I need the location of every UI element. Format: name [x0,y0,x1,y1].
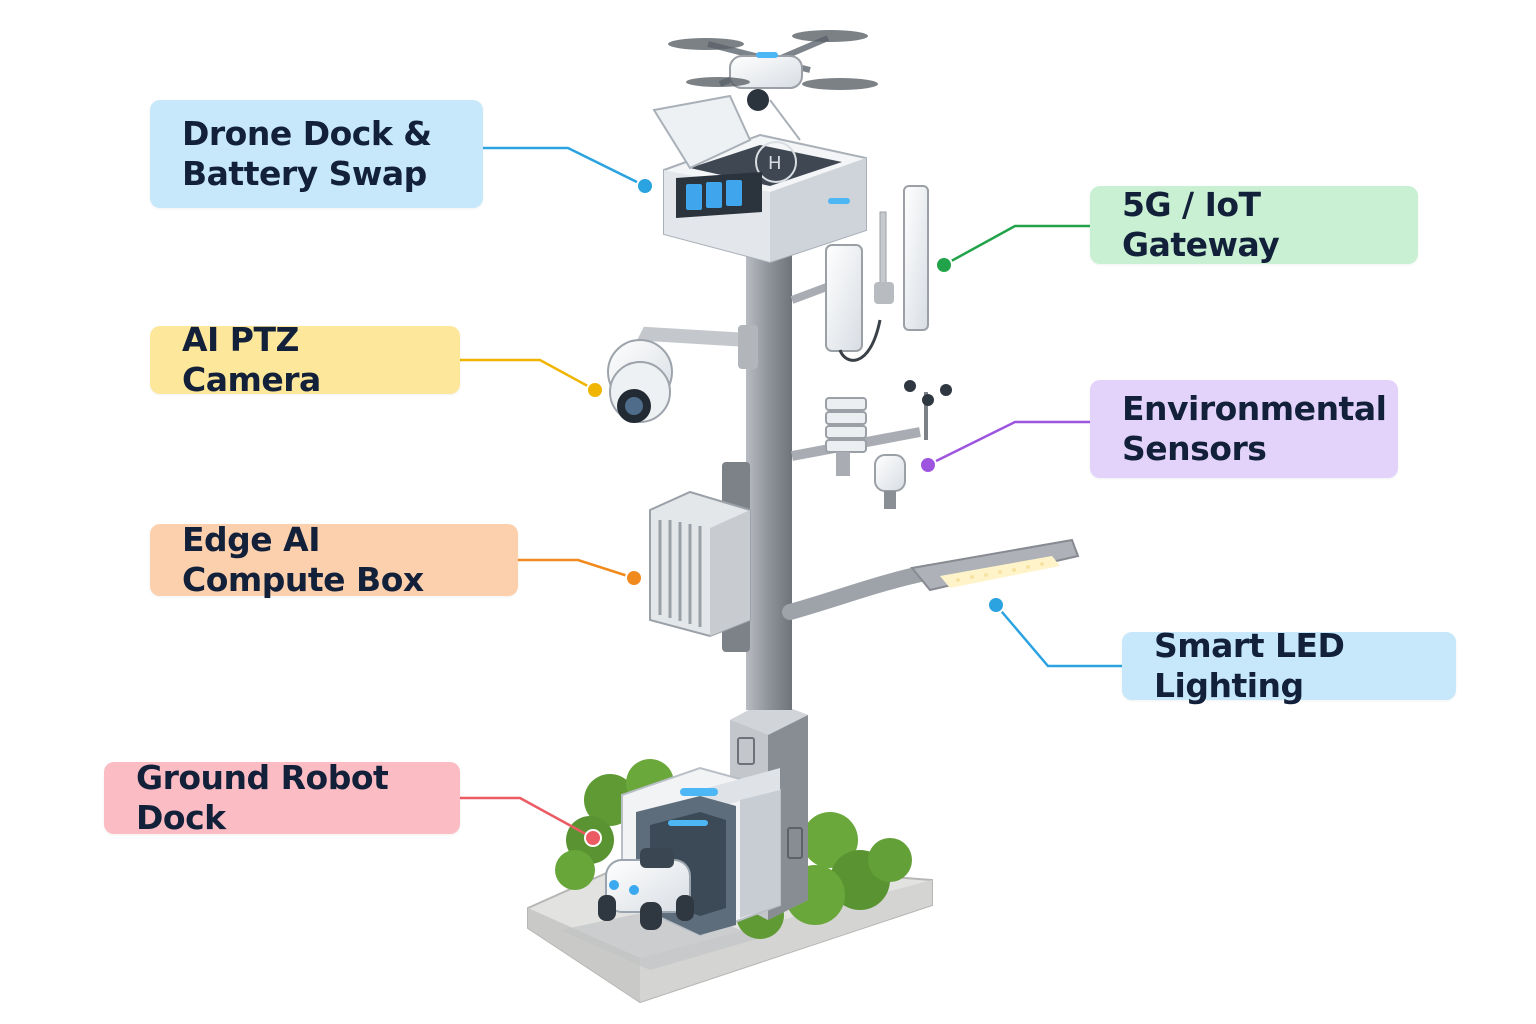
drone-dock: H [652,94,867,264]
label-led: Smart LED Lighting [1122,626,1456,705]
iot-gateway [790,185,929,362]
anchor-sensors [919,456,937,474]
anchor-robot-dock [584,829,602,847]
leader-gateway [943,224,1090,267]
ground-robot [598,848,694,930]
leader-robot-dock [460,796,594,840]
leader-sensors [927,420,1090,467]
label-gateway-text: 5G / IoT Gateway [1122,185,1280,264]
label-robot-dock-text: Ground Robot Dock [136,758,389,837]
environmental-sensors [791,380,952,509]
leader-edge-box [518,558,635,580]
leader-led [995,604,1122,668]
label-robot-dock: Ground Robot Dock [104,758,460,837]
leader-camera [460,358,596,392]
label-sensors: Environmental Sensors [1090,380,1398,478]
svg-text:H: H [768,153,782,174]
label-drone-dock: Drone Dock & Battery Swap [150,100,483,208]
label-camera-text: AI PTZ Camera [182,320,321,399]
anchor-edge-box [625,569,643,587]
label-edge-box-text: Edge AI Compute Box [182,520,424,599]
label-edge-box: Edge AI Compute Box [150,520,518,599]
drone [668,30,878,141]
pole [746,240,792,710]
label-drone-dock-text: Drone Dock & Battery Swap [182,114,432,193]
street-light [782,538,1080,620]
label-led-text: Smart LED Lighting [1154,626,1345,705]
anchor-drone-dock [636,177,654,195]
label-gateway: 5G / IoT Gateway [1090,185,1418,264]
anchor-gateway [935,256,953,274]
edge-ai-box [649,462,751,652]
leader-drone-dock [483,146,646,188]
anchor-camera [586,381,604,399]
ptz-camera [607,325,758,423]
label-sensors-text: Environmental Sensors [1122,389,1387,468]
anchor-led [987,596,1005,614]
label-camera: AI PTZ Camera [150,320,460,399]
